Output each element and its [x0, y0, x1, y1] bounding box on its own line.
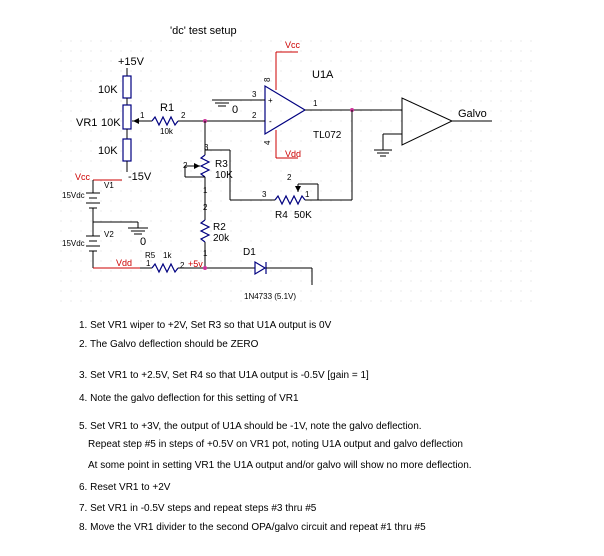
galvo-label: Galvo: [458, 108, 487, 120]
vr1-divider: +15V 10K VR1 10K 1 2 10K -15V: [76, 56, 186, 183]
plus15v-label: +15V: [118, 56, 145, 68]
pin-3: 3: [252, 90, 257, 99]
u1a-label: U1A: [312, 69, 334, 81]
step-8: 8. Move the VR1 divider to the second OP…: [79, 522, 426, 533]
r3-pin3: 3: [204, 143, 209, 152]
r5-pin1: 1: [146, 259, 151, 268]
vcc-bat-label: Vcc: [75, 172, 91, 182]
pin-2: 2: [252, 111, 257, 120]
pin-8: 8: [263, 77, 272, 82]
r1-label: R1: [160, 102, 174, 114]
r10k-bot-label: 10K: [98, 145, 118, 157]
galvo-amplifier: Galvo: [374, 97, 492, 157]
feedback-r4: 3 2 1 R4 50K: [205, 110, 353, 221]
page-title: 'dc' test setup: [170, 25, 237, 37]
step-5-repeat: Repeat step #5 in steps of +0.5V on VR1 …: [88, 439, 463, 450]
svg-text:-: -: [269, 117, 272, 126]
step-3: 3. Set VR1 to +2.5V, Set R4 so that U1A …: [79, 370, 369, 381]
r10k-top-label: 10K: [98, 84, 118, 96]
grid-background: [60, 40, 540, 305]
d1-label: D1: [243, 247, 256, 258]
r4-pin3: 3: [262, 190, 267, 199]
r5-value: 1k: [163, 251, 172, 260]
ground-zero-2: 0: [140, 236, 146, 248]
step-5: 5. Set VR1 to +3V, the output of U1A sho…: [79, 421, 422, 432]
step-5-note: At some point in setting VR1 the U1A out…: [88, 460, 472, 471]
r4-value: 50K: [294, 210, 312, 221]
v2-label: V2: [104, 230, 114, 239]
r1-value: 10k: [160, 127, 174, 136]
net-5v-label: +5v: [188, 259, 203, 269]
r4-label: R4: [275, 210, 288, 221]
step-2: 2. The Galvo deflection should be ZERO: [79, 339, 259, 350]
vdd-op-label: Vdd: [285, 149, 301, 159]
step-6: 6. Reset VR1 to +2V: [79, 482, 171, 493]
ground-zero-1: 0: [232, 104, 238, 116]
step-1: 1. Set VR1 wiper to +2V, Set R3 so that …: [79, 320, 332, 331]
resistor-r5: R5 1k 1 2 +5v: [140, 251, 255, 274]
svg-text:+: +: [268, 96, 273, 105]
minus15v-label: -15V: [128, 171, 152, 183]
ground-symbol-input: 0: [212, 99, 255, 116]
pin-4: 4: [263, 140, 272, 145]
vcc-top-label: Vcc: [285, 40, 301, 50]
r4-pin2: 2: [287, 173, 292, 182]
vr1-pin1: 1: [140, 111, 145, 120]
tl072-label: TL072: [313, 130, 342, 141]
resistor-r1: R1 10k: [151, 102, 255, 136]
vr1-pin2: 2: [181, 111, 186, 120]
v2-value: 15Vdc: [62, 239, 85, 248]
r2-pin2: 2: [203, 203, 208, 212]
r4-pin1: 1: [305, 190, 310, 199]
d1-part: 1N4733 (5.1V): [244, 292, 296, 301]
r5-label: R5: [145, 251, 156, 260]
power-supplies: Vcc V1 15Vdc 0 V2 15Vdc Vdd: [62, 172, 148, 269]
r5-pin2: 2: [180, 261, 185, 270]
vdd-bat-label: Vdd: [116, 258, 132, 268]
vr1-label: VR1: [76, 117, 97, 129]
step-7: 7. Set VR1 in -0.5V steps and repeat ste…: [79, 503, 317, 514]
r3-label: R3: [215, 159, 228, 170]
v1-value: 15Vdc: [62, 191, 85, 200]
v1-label: V1: [104, 181, 114, 190]
resistor-chain-r3-r2: 3 2 1 R3 10K 2 R2 20k 1: [183, 121, 233, 268]
r2-value: 20k: [213, 233, 230, 244]
pin-1: 1: [313, 99, 318, 108]
step-4: 4. Note the galvo deflection for this se…: [79, 393, 299, 404]
r2-label: R2: [213, 222, 226, 233]
diode-d1: D1 1N4733 (5.1V): [243, 247, 313, 301]
r3-value: 10K: [215, 170, 233, 181]
r10k-mid-label: 10K: [101, 117, 121, 129]
